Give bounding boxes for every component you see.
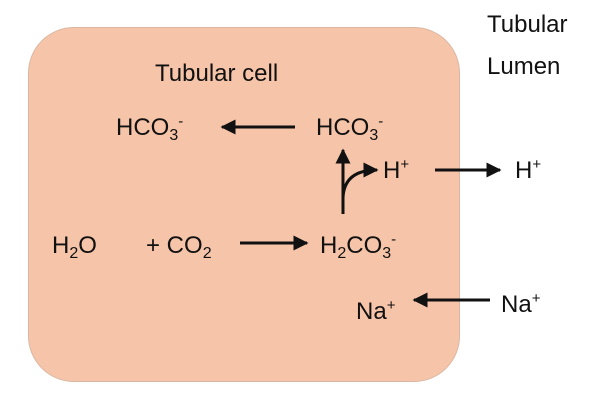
bicarbonate-label-left: HCO3- [116,113,184,144]
sodium-ion-lumen-label: Na+ [501,290,541,318]
hydrogen-ion-cell-label: H+ [383,156,410,184]
tubular-cell-box [28,27,460,382]
arrow-carbonic-to-hydrogen [341,162,379,199]
tubular-lumen-label-line1: Tubular [487,11,568,38]
water-label: H2O [52,232,97,262]
carbonic-acid-label: H2CO3- [320,231,397,262]
hydrogen-ion-lumen-label: H+ [515,156,542,184]
tubular-lumen-label-line2: Lumen [487,53,561,80]
tubular-cell-label: Tubular cell [155,60,279,87]
carbon-dioxide-label: + CO2 [146,232,212,262]
sodium-ion-cell-label: Na+ [356,297,396,325]
bicarbonate-label-right: HCO3- [316,113,384,144]
